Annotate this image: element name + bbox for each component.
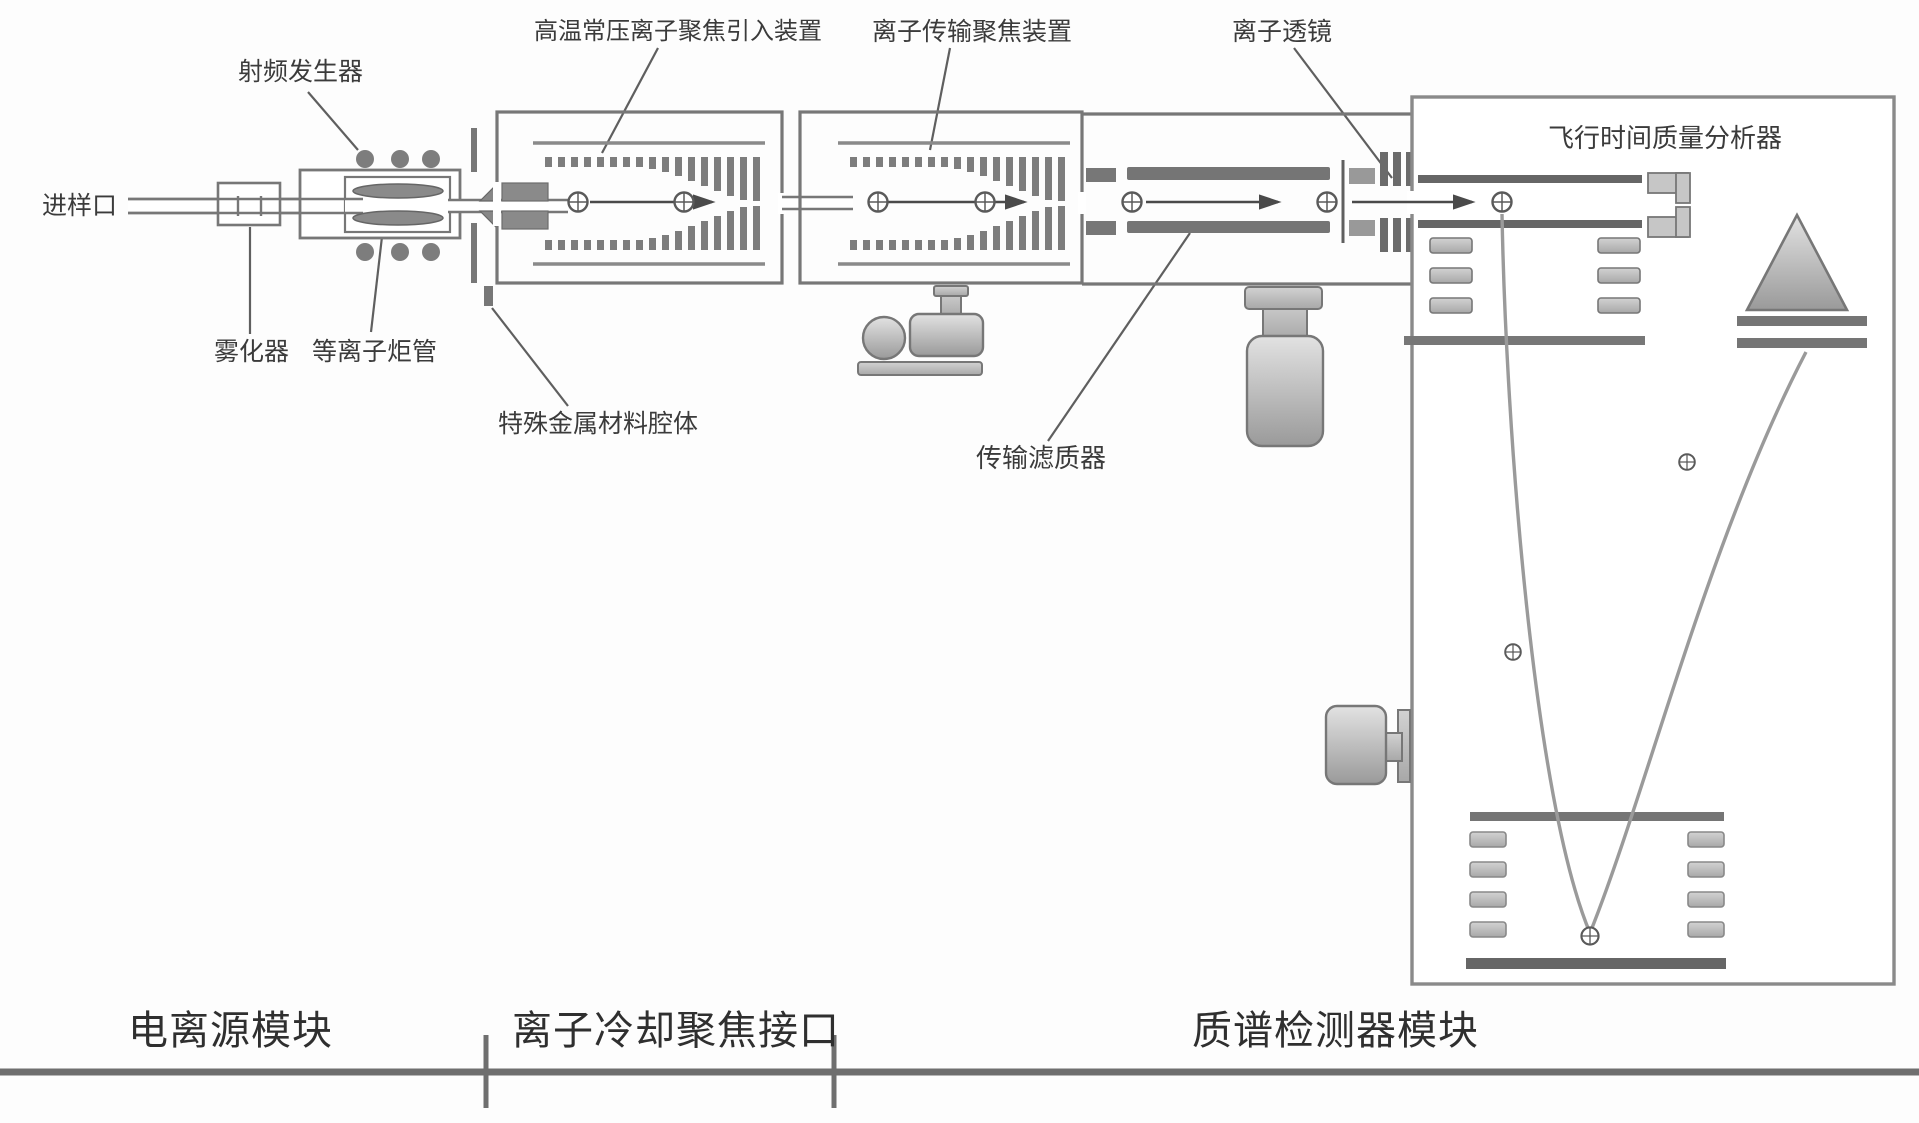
plasma-torch xyxy=(298,168,462,240)
label-transmission-filter: 传输滤质器 xyxy=(976,443,1107,473)
tof-reflectron xyxy=(1466,812,1726,969)
tof-detector xyxy=(1737,212,1867,348)
label-tof-analyzer: 飞行时间质量分析器 xyxy=(1548,123,1783,153)
bottle-pump xyxy=(1244,286,1325,448)
chamber-ion-funnel-2 xyxy=(798,110,1086,285)
tof-extraction-region xyxy=(1404,172,1691,345)
ion-flight-path xyxy=(1500,213,1808,946)
label-module-ms-detector: 质谱检测器模块 xyxy=(1192,1009,1479,1053)
rotary-pump xyxy=(857,285,985,376)
rf-coil-dots xyxy=(356,150,440,261)
tof-side-pump xyxy=(1324,704,1411,786)
label-plasma-torch: 等离子炬管 xyxy=(312,338,438,366)
label-module-ion-source: 电离源模块 xyxy=(128,1009,333,1053)
label-ion-transfer-device: 离子传输聚焦装置 xyxy=(872,18,1073,46)
module-bracket xyxy=(0,1035,1919,1108)
label-ion-lens: 离子透镜 xyxy=(1232,18,1333,46)
leader-lines xyxy=(248,47,1393,442)
label-ht-ap-ion-focus-device: 高温常压离子聚焦引入装置 xyxy=(534,18,822,45)
sampler-interface xyxy=(448,128,568,306)
ion-lens-stack xyxy=(1380,152,1414,252)
label-module-cooling-interface: 离子冷却聚焦接口 xyxy=(512,1009,840,1053)
chamber-quad-filter xyxy=(1082,112,1412,286)
inter-chamber-tube xyxy=(782,195,853,211)
label-special-metal-cavity: 特殊金属材料腔体 xyxy=(498,410,699,438)
label-sample-inlet: 进样口 xyxy=(42,192,118,220)
label-nebulizer: 雾化器 xyxy=(214,338,290,366)
label-rf-generator: 射频发生器 xyxy=(238,58,364,86)
